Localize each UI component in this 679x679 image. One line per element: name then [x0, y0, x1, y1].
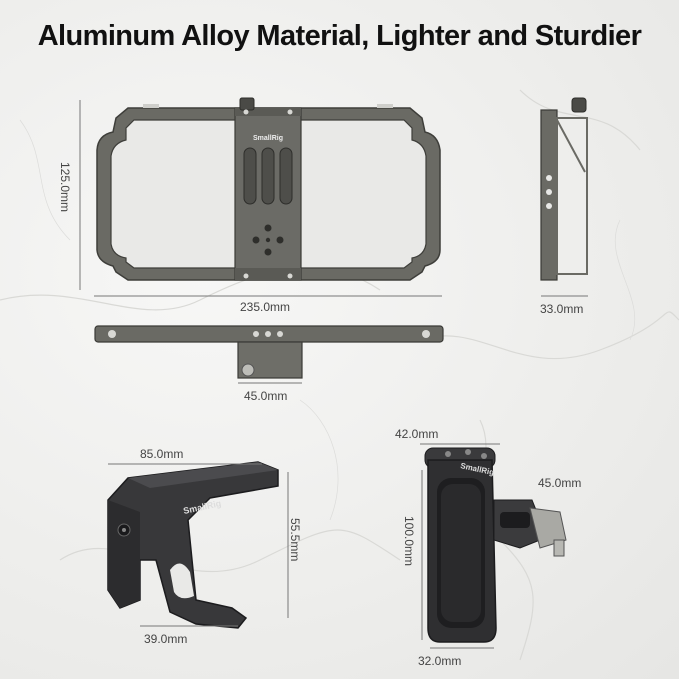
cage-width-label: 235.0mm	[240, 300, 291, 314]
side-handle	[424, 447, 567, 643]
side-handle-arm-label: 45.0mm	[538, 476, 582, 490]
headline: Aluminum Alloy Material, Lighter and Stu…	[37, 20, 642, 52]
cage-front-view	[96, 97, 441, 281]
side-handle-height-label: 100.0mm	[402, 516, 416, 567]
top-handle-height-label: 55.5mm	[288, 518, 302, 562]
cage-brand-logo: SmallRig	[253, 135, 283, 142]
cage-side-view	[540, 97, 588, 281]
top-handle-base-label: 39.0mm	[144, 632, 188, 646]
cage-dimension-lines	[79, 100, 442, 297]
top-handle-length-label: 85.0mm	[140, 447, 184, 461]
bar-mount	[94, 325, 444, 379]
bar-mount-label: 45.0mm	[244, 389, 288, 403]
side-handle-top-label: 42.0mm	[395, 427, 439, 441]
cage-height-label: 125.0mm	[58, 162, 72, 213]
cage-depth-label: 33.0mm	[540, 302, 584, 316]
side-handle-width-label: 32.0mm	[418, 654, 462, 668]
top-handle	[107, 461, 279, 629]
